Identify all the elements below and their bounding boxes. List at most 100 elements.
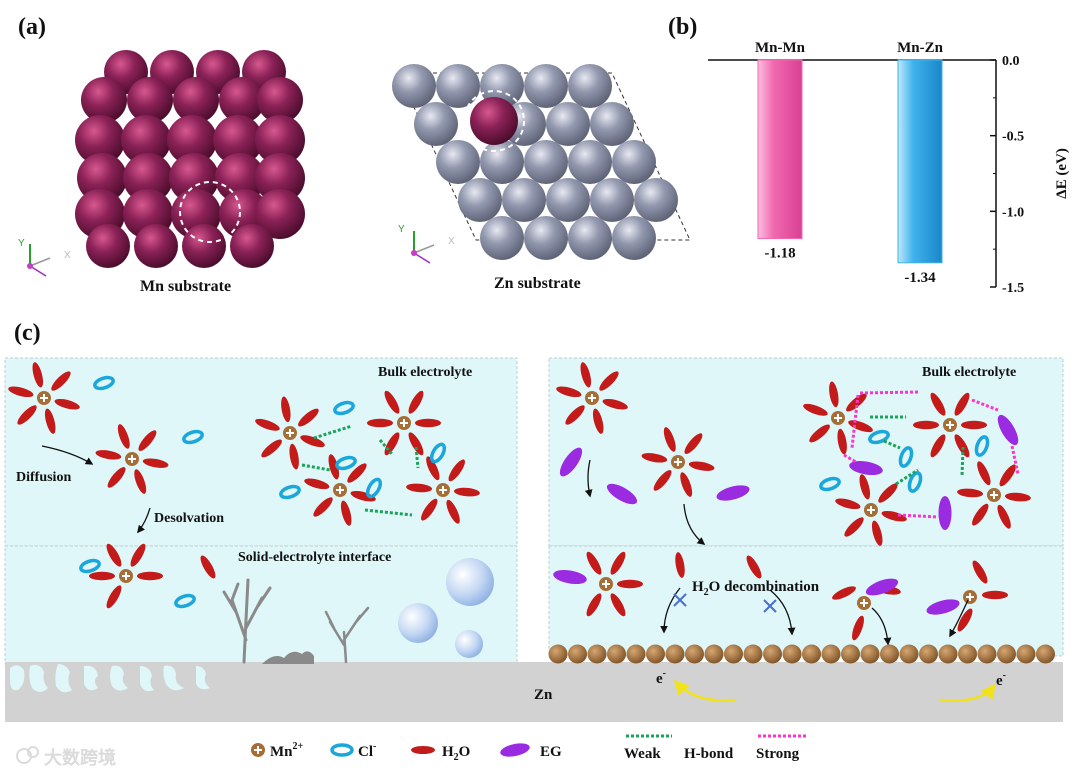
- water-molecule: [408, 390, 424, 414]
- water-molecule: [340, 500, 352, 526]
- water-molecule: [957, 608, 973, 632]
- water-molecule: [304, 478, 330, 490]
- water-molecule: [106, 585, 122, 609]
- watermark-text: 大数跨境: [44, 747, 116, 769]
- zn-atom: [568, 216, 612, 260]
- water-molecule: [848, 420, 873, 433]
- weak-hbond: [895, 468, 919, 486]
- eg-molecule: [559, 447, 583, 477]
- left-interface-region: [4, 545, 518, 665]
- deposit-atom: [704, 644, 724, 664]
- deposit-atom: [763, 644, 782, 664]
- mn-atom: [182, 224, 226, 268]
- deposit-atom: [880, 644, 899, 664]
- deposit-atom: [743, 644, 763, 664]
- water-molecule: [829, 381, 839, 408]
- legend-h2o-label: H2O: [442, 744, 470, 763]
- mn-ion-plus: [834, 414, 842, 422]
- deposit-atom: [782, 644, 802, 664]
- y-tick-label: -1.5: [1002, 281, 1024, 296]
- y-tick-label: -0.5: [1002, 130, 1024, 145]
- zn-highlight-circle: [463, 90, 525, 152]
- water-molecule: [134, 469, 147, 494]
- chloride-ion: [429, 442, 447, 464]
- water-molecule: [415, 418, 441, 428]
- zn-atom: [392, 64, 436, 108]
- deposit-atom: [958, 644, 977, 664]
- mn-ion-plus: [400, 419, 408, 427]
- mn-atom: [167, 115, 217, 165]
- legend-weak-label: Weak: [624, 746, 661, 762]
- zn-atom: [590, 178, 634, 222]
- mn-ion-plus: [674, 458, 682, 466]
- desolvation-label: Desolvation: [154, 511, 224, 526]
- water-molecule: [871, 520, 883, 546]
- water-molecule: [961, 420, 987, 430]
- mn-ion-plus: [128, 455, 136, 463]
- chloride-ion: [974, 435, 990, 457]
- water-molecule: [44, 408, 56, 434]
- water-molecule: [556, 386, 582, 398]
- water-molecule: [8, 386, 34, 398]
- deposit-atom: [568, 644, 587, 664]
- mn-axis-y: Y: [18, 238, 25, 249]
- water-molecule: [930, 434, 946, 458]
- chloride-ion: [335, 455, 357, 471]
- legend-eg-icon: [500, 743, 530, 757]
- y-tick-label: 0.0: [1002, 54, 1020, 69]
- deposit-atom: [548, 644, 568, 664]
- strong-hbond: [850, 394, 860, 449]
- water-molecule: [663, 427, 676, 452]
- zn-atom: [546, 178, 590, 222]
- legend-h2o-icon: [411, 746, 435, 754]
- water-molecule: [680, 472, 693, 497]
- mn-atom: [134, 224, 178, 268]
- water-molecule: [954, 434, 970, 458]
- water-molecule: [200, 555, 216, 579]
- deposit-atom: [802, 644, 821, 664]
- mn-atom: [77, 153, 127, 203]
- right-interface-region: [548, 545, 1064, 657]
- mn-substrate-model: [75, 50, 305, 268]
- mn-ion-plus: [286, 429, 294, 437]
- deposit-atom: [587, 644, 607, 664]
- water-molecule: [367, 418, 393, 428]
- water-molecule: [421, 498, 438, 521]
- legend-eg-label: EG: [540, 744, 562, 760]
- zn-axis-triad: Y X: [398, 224, 455, 264]
- water-molecule: [130, 543, 146, 567]
- water-molecule: [350, 490, 376, 502]
- zn-substrate-model: [392, 64, 691, 260]
- water-molecule: [426, 456, 440, 481]
- strong-hbond: [897, 513, 939, 519]
- h2-bubble: [398, 603, 438, 643]
- zn-axis-x: X: [448, 236, 455, 247]
- zn-atom: [524, 140, 568, 184]
- water-molecule: [809, 424, 830, 443]
- deposit-atom: [646, 644, 665, 664]
- water-molecule: [298, 408, 319, 427]
- deposit-atom: [1036, 644, 1055, 664]
- zn-label: Zn: [534, 687, 553, 703]
- water-molecule: [930, 392, 946, 416]
- panel-b-label: (b): [668, 14, 697, 40]
- water-molecule: [684, 433, 703, 454]
- h2-bubble: [455, 630, 483, 658]
- water-molecule: [1004, 492, 1031, 502]
- mn-atom: [123, 153, 173, 203]
- water-molecule: [688, 461, 715, 471]
- water-molecule: [328, 454, 340, 480]
- water-molecule: [384, 390, 400, 414]
- chloride-ion: [365, 477, 383, 499]
- bar-mn-mn: [757, 59, 803, 240]
- deposit-atom: [665, 644, 685, 664]
- zn-substrate-caption: Zn substrate: [494, 275, 581, 292]
- mn-substrate-caption: Mn substrate: [140, 278, 231, 295]
- mn-atom: [219, 77, 265, 123]
- deposit-atom: [607, 644, 626, 664]
- mn-ion-plus: [946, 421, 954, 429]
- water-molecule: [17, 405, 37, 425]
- water-molecule: [972, 503, 989, 526]
- mn-atom: [257, 77, 303, 123]
- zn-atom: [502, 178, 546, 222]
